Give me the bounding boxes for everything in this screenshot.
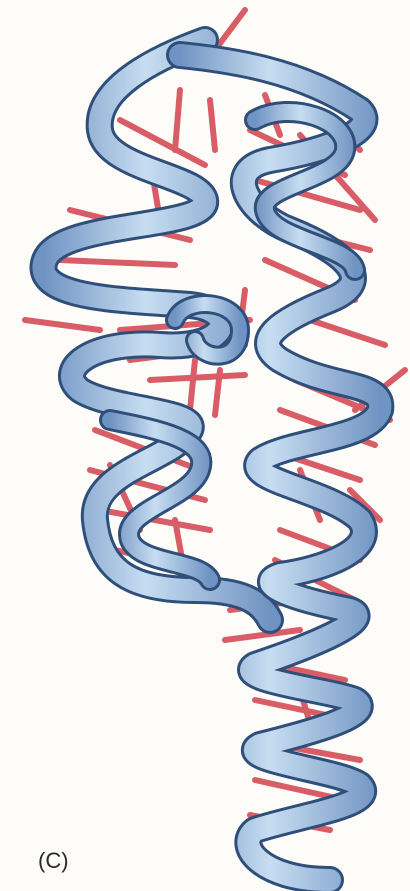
panel-label: (C) <box>38 848 69 874</box>
